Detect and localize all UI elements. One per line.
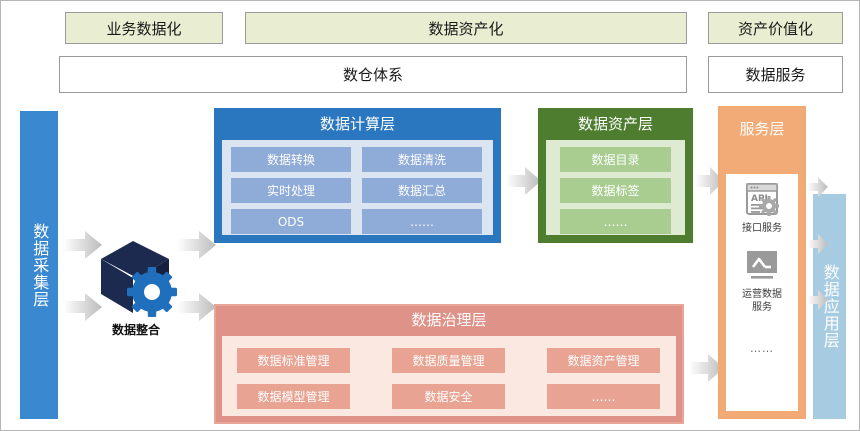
arrow-service-to-application-1 <box>807 177 828 197</box>
second-row-label: 数据服务 <box>745 66 806 84</box>
arrow-integration-to-compute <box>177 231 216 259</box>
second-row-warehouse-system: 数仓体系 <box>59 56 687 93</box>
top-band-label: 资产价值化 <box>737 19 813 38</box>
governance-layer-panel: 数据治理层 数据标准管理 数据质量管理 数据资产管理 数据模型管理 数据安全 …… <box>214 304 684 424</box>
second-row-data-service: 数据服务 <box>708 56 843 93</box>
sidebar-data-collection-layer: 数据采集层 <box>20 111 58 419</box>
service-item-label-line1: 运营数据服务 <box>742 289 782 313</box>
arrow-governance-to-service <box>689 354 724 382</box>
asset-chip-data-catalog[interactable]: 数据目录 <box>560 147 671 172</box>
governance-chip-data-asset-management[interactable]: 数据资产管理 <box>547 348 660 373</box>
compute-chip-more[interactable]: …… <box>362 209 482 234</box>
asset-layer-title: 数据资产层 <box>577 114 653 133</box>
compute-layer-title: 数据计算层 <box>319 114 395 133</box>
compute-chip-ods[interactable]: ODS <box>231 209 351 234</box>
compute-chip-data-cleaning[interactable]: 数据清洗 <box>362 147 482 172</box>
top-band-business-datafication: 业务数据化 <box>65 12 223 44</box>
governance-chip-more[interactable]: …… <box>547 384 660 409</box>
compute-layer-body: 数据转换 数据清洗 实时处理 数据汇总 ODS …… <box>222 140 493 235</box>
arrow-service-to-application-3 <box>807 290 828 310</box>
asset-chip-data-tag[interactable]: 数据标签 <box>560 178 671 203</box>
svg-text:API: API <box>751 194 768 204</box>
arrow-compute-to-asset <box>506 167 541 195</box>
service-layer-title: 服务层 <box>739 119 785 138</box>
second-row-label: 数仓体系 <box>342 66 403 84</box>
sidebar-label: 数据采集层 <box>30 222 50 308</box>
asset-layer-body: 数据目录 数据标签 …… <box>546 140 685 235</box>
chart-monitor-icon <box>747 251 777 279</box>
data-integration-icon-wrap <box>89 235 183 317</box>
service-layer-panel: 服务层 API <box>718 106 806 419</box>
governance-chip-data-quality-management[interactable]: 数据质量管理 <box>392 348 505 373</box>
governance-layer-body: 数据标准管理 数据质量管理 数据资产管理 数据模型管理 数据安全 …… <box>222 336 676 416</box>
top-band-label: 业务数据化 <box>106 19 182 38</box>
data-integration-label: 数据整合 <box>111 323 160 337</box>
arrow-collection-to-integration-top <box>63 231 102 259</box>
service-layer-body: API <box>726 174 798 411</box>
arrow-asset-to-service <box>695 167 724 195</box>
top-band-label: 数据资产化 <box>428 19 504 38</box>
asset-chip-more[interactable]: …… <box>560 209 671 234</box>
top-band-asset-valuation: 资产价值化 <box>708 12 843 44</box>
asset-layer-panel: 数据资产层 数据目录 数据标签 …… <box>538 108 693 243</box>
api-window-icon: API <box>746 183 779 216</box>
sidebar-label: 数据应用层 <box>820 264 840 349</box>
service-item-label: 运营数据服务 <box>726 289 798 314</box>
top-band-data-assetization: 数据资产化 <box>245 12 687 44</box>
service-item-operational-data[interactable]: 运营数据服务 <box>726 250 798 314</box>
compute-chip-realtime-processing[interactable]: 实时处理 <box>231 178 351 203</box>
arrow-integration-to-governance <box>177 293 216 321</box>
service-item-api[interactable]: API <box>726 182 798 236</box>
arrow-collection-to-integration-bottom <box>63 293 102 321</box>
service-more-label: …… <box>750 342 774 355</box>
compute-chip-data-aggregation[interactable]: 数据汇总 <box>362 178 482 203</box>
governance-chip-data-security[interactable]: 数据安全 <box>392 384 505 409</box>
governance-chip-data-model-management[interactable]: 数据模型管理 <box>237 384 350 409</box>
compute-layer-panel: 数据计算层 数据转换 数据清洗 实时处理 数据汇总 ODS …… <box>214 108 501 243</box>
service-item-label: 接口服务 <box>742 223 782 234</box>
governance-layer-title: 数据治理层 <box>216 306 682 332</box>
cube-gear-icon <box>101 241 177 317</box>
compute-chip-data-transform[interactable]: 数据转换 <box>231 147 351 172</box>
governance-chip-data-standard-management[interactable]: 数据标准管理 <box>237 348 350 373</box>
arrow-service-to-application-2 <box>807 234 828 254</box>
